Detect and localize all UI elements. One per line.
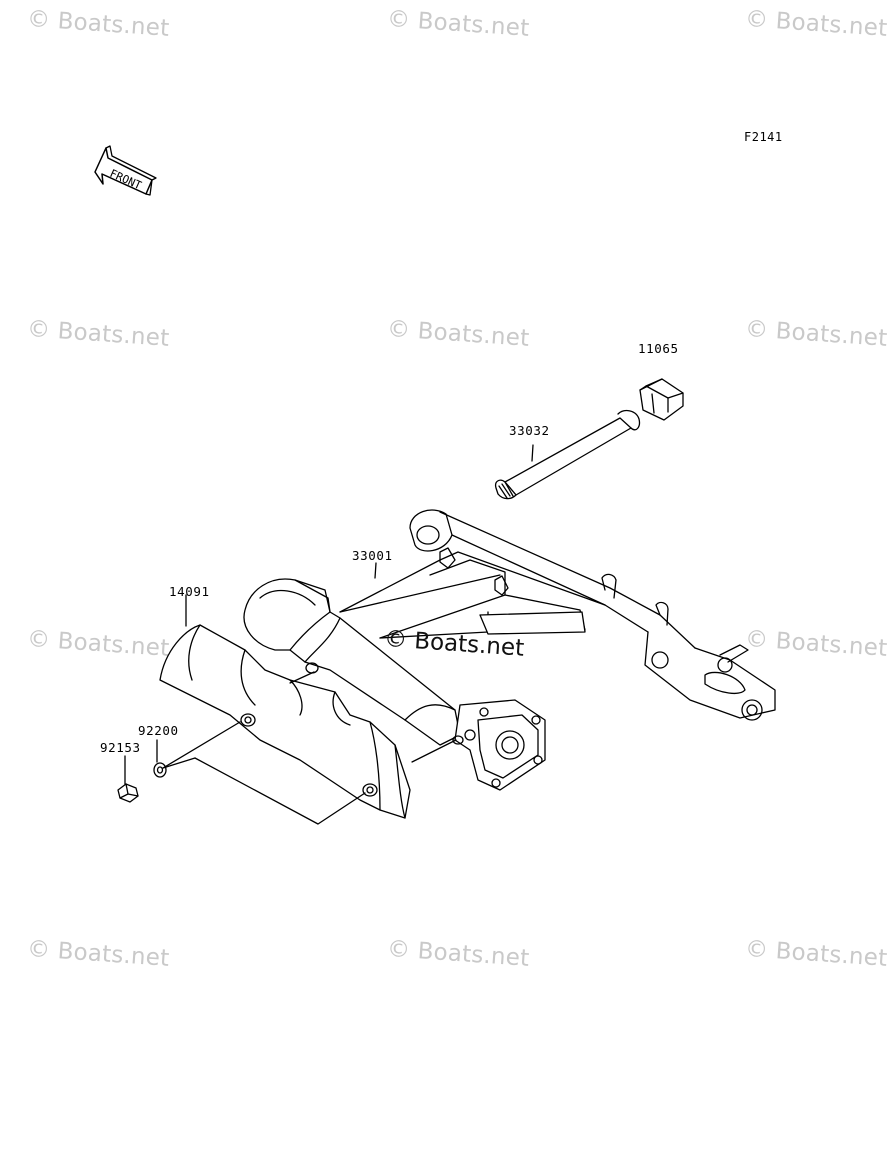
part-number-11065: 11065	[638, 341, 679, 356]
part-number-92200: 92200	[138, 723, 179, 738]
part-92200-washer	[153, 739, 167, 778]
part-11065-bushing	[639, 378, 684, 421]
assembly-leader-lines	[162, 671, 457, 825]
part-33032-pivot-shaft	[494, 409, 641, 500]
part-number-33001: 33001	[352, 548, 393, 563]
part-92153-bolt	[117, 755, 139, 803]
part-number-14091: 14091	[169, 584, 210, 599]
part-14091-cover	[159, 594, 411, 819]
front-arrow-icon: FRONT	[94, 145, 157, 196]
part-number-92153: 92153	[100, 740, 141, 755]
figure-code: F2141	[744, 130, 783, 144]
part-number-33032: 33032	[509, 423, 550, 438]
part-33001-swingarm	[243, 509, 776, 791]
